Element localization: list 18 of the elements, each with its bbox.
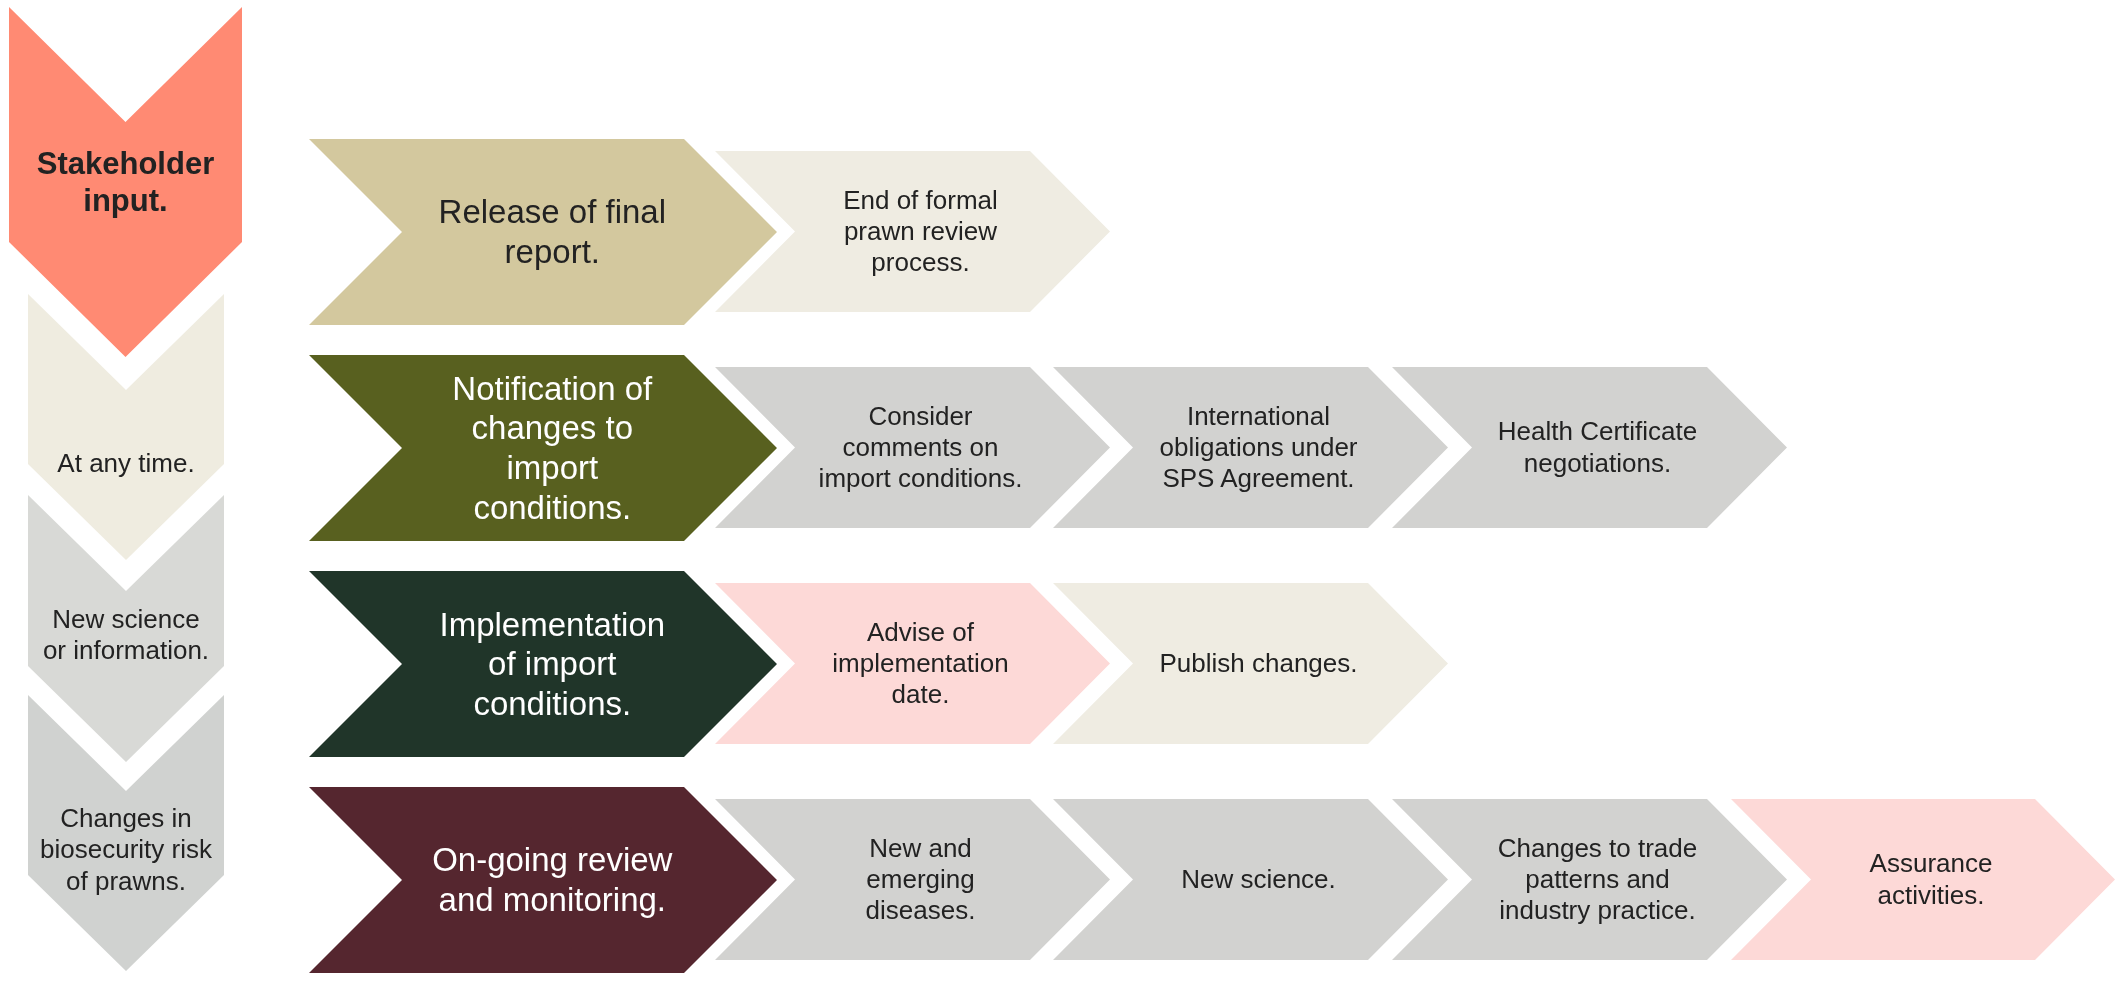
step-label: Advise of implementation date. — [831, 616, 1010, 711]
step-label: Notification of changes to import conditions. — [451, 368, 654, 528]
step-label: New science or information. — [41, 603, 211, 667]
step-label: Release of final report. — [437, 192, 668, 272]
step-label: Health Certificate negotiations. — [1496, 416, 1699, 479]
step-label: Changes in biosecurity risk of prawns. — [39, 803, 213, 897]
step-label: Assurance activities. — [1868, 848, 1994, 911]
step-label: Stakeholder input. — [35, 144, 216, 220]
step-label: Implementation of import conditions. — [438, 604, 667, 724]
step-label: New and emerging diseases. — [864, 832, 977, 927]
step-label: End of formal prawn review process. — [842, 184, 999, 279]
step-label: Consider comments on import conditions. — [817, 400, 1024, 495]
step-label: Changes to trade patterns and industry practice. — [1496, 832, 1699, 927]
step-label: At any time. — [57, 448, 195, 480]
step-label: On-going review and monitoring. — [431, 840, 674, 920]
step-label: Publish changes. — [1159, 647, 1358, 680]
step-label: New science. — [1181, 863, 1336, 896]
step-label: International obligations under SPS Agreement. — [1158, 400, 1359, 495]
